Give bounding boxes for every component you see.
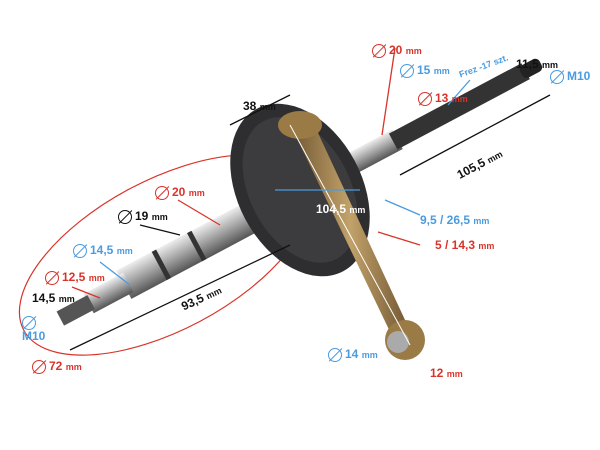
len-104-5-label: 104,5 mm [316,202,366,216]
diameter-icon [328,348,342,362]
dia-14-5-label: 14,5 mm [73,244,133,258]
diameter-icon [32,360,46,374]
len-38-label: 38 mm [243,99,276,113]
dia-14-label: 14 mm [328,348,378,362]
offset-5-label: 5 / 14,3 mm [435,238,495,252]
dia-20-right-label: 20 mm [372,44,422,58]
len-11-5-label: 11,5 mm [516,57,559,71]
diameter-icon [550,70,564,84]
dia-12-5-label: 12,5 mm [45,271,105,285]
dia-20-left-label: 20 mm [155,186,205,200]
diameter-icon [400,64,414,78]
diameter-icon [155,186,169,200]
diameter-icon [418,92,432,106]
dimension-lines [69,47,551,351]
dia-72-label: 72 mm [32,360,82,374]
diameter-icon [372,44,386,58]
thread-left-label: M10 [22,316,45,342]
thread-right-label: M10 [550,70,590,84]
dia-19-label: 19 mm [118,210,168,224]
diameter-icon [45,271,59,285]
diameter-icon [73,244,87,258]
len-14-5-label: 14,5 mm [32,291,75,305]
left-shaft [56,190,282,326]
dia-15-label: 15 mm [400,64,450,78]
offset-9-5-label: 9,5 / 26,5 mm [420,213,490,227]
diameter-icon [118,210,132,224]
diameter-icon [22,316,36,330]
dia-13-label: 13 mm [418,92,468,106]
connecting-rod [278,111,425,360]
width-12-label: 12 mm [430,366,463,380]
